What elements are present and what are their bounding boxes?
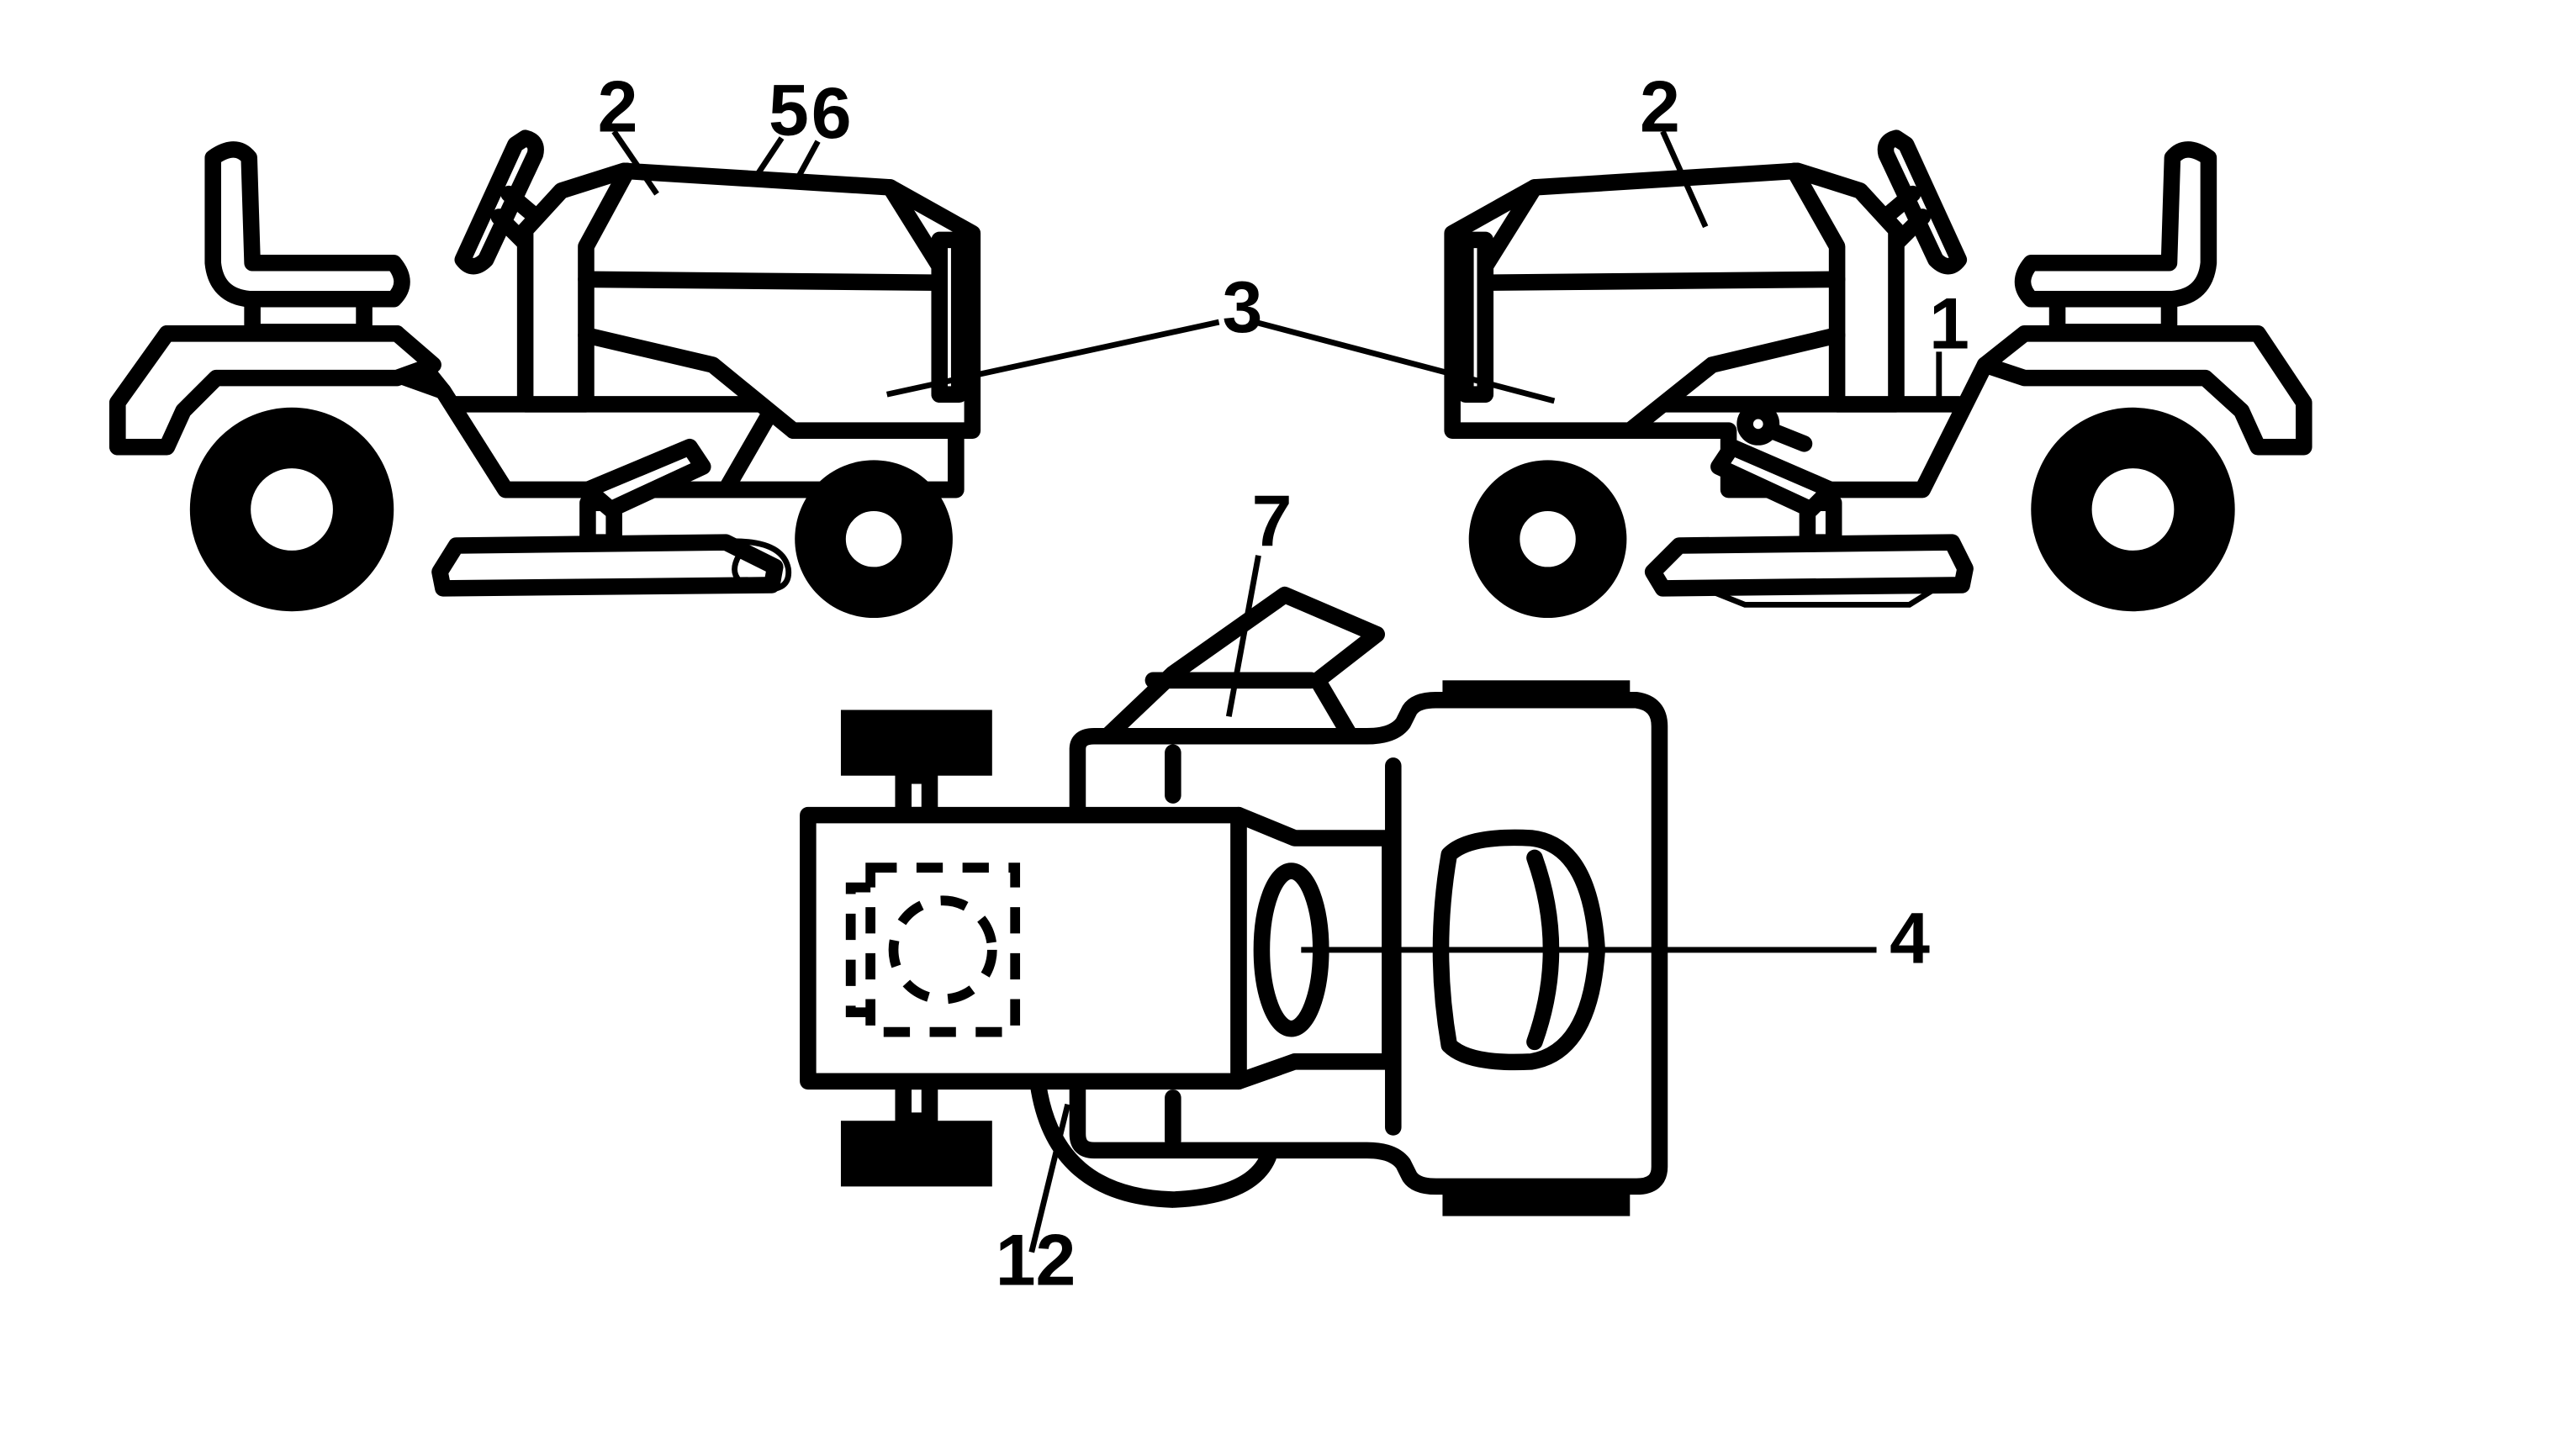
hood: [1444, 162, 1905, 439]
tractor-right-side-view: [1254, 129, 2312, 619]
seat: [204, 141, 410, 308]
callout-6: 6: [811, 73, 852, 154]
callout-5: 5: [769, 70, 809, 150]
callout-2-right: 2: [1640, 66, 1680, 147]
steering-wheel: [1877, 129, 1968, 275]
steering-wheel: [454, 129, 544, 275]
engine-outline: [865, 863, 1021, 1037]
mower-deck: [1644, 534, 1974, 597]
seat: [2014, 141, 2217, 308]
callout-3: 3: [1222, 267, 1262, 348]
rear-fender: [1976, 325, 2312, 456]
hood-top: [800, 806, 1247, 1090]
callout-1: 1: [1929, 283, 1969, 364]
tractor-top-view: [800, 555, 1877, 1253]
discharge-chute: [1098, 586, 1386, 745]
hood: [516, 162, 981, 439]
front-tire-bottom: [840, 1121, 992, 1187]
callout-12: 12: [996, 1221, 1076, 1301]
front-tire-top: [840, 710, 992, 776]
foot-pedal: [579, 438, 711, 518]
callout-2-left: 2: [598, 66, 638, 147]
callout-7: 7: [1252, 481, 1292, 562]
tractor-left-side-view: [109, 129, 1220, 619]
foot-pedal: [1710, 438, 1839, 518]
callout-4: 4: [1890, 899, 1930, 979]
callout-labels: 2 5 6 3 2 1 7 4 12: [598, 66, 1969, 1300]
